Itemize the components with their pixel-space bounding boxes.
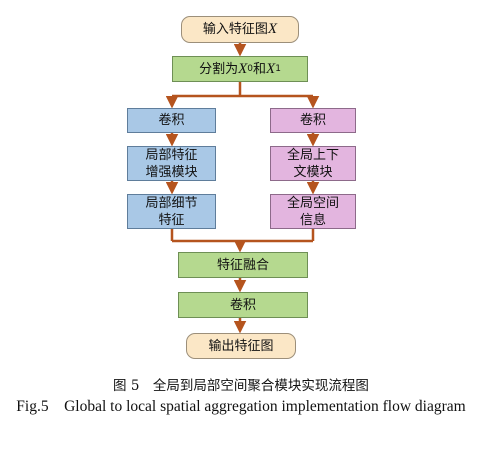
global-spatial-node: 全局空间 信息 <box>270 194 356 229</box>
fusion-label: 特征融合 <box>216 257 269 273</box>
input-label: 输入特征图 <box>202 22 268 37</box>
input-variable: X <box>267 21 278 37</box>
local-detail-node: 局部细节 特征 <box>127 194 216 229</box>
flow-connectors <box>165 43 320 334</box>
left-conv-label: 卷积 <box>158 113 185 128</box>
caption-english: Fig.5 Global to local spatial aggregatio… <box>16 398 466 415</box>
output-label: 输出特征图 <box>208 338 274 354</box>
split-var-x1: X <box>266 60 276 77</box>
final-conv-label: 卷积 <box>229 297 256 313</box>
output-node: 输出特征图 <box>186 333 296 359</box>
global-context-node: 全局上下 文模块 <box>270 146 356 181</box>
split-prefix: 分割为 <box>199 61 239 77</box>
caption-chinese: 图 5 全局到局部空间聚合模块实现流程图 <box>113 378 369 394</box>
local-detail-label: 局部细节 特征 <box>145 195 198 228</box>
right-conv-label: 卷积 <box>299 113 326 128</box>
local-enhance-label: 局部特征 增强模块 <box>145 147 198 180</box>
global-spatial-label: 全局空间 信息 <box>286 195 339 228</box>
left-conv-node: 卷积 <box>127 108 216 133</box>
right-conv-node: 卷积 <box>270 108 356 133</box>
split-var-x0: X <box>238 60 248 77</box>
global-context-label: 全局上下 文模块 <box>286 147 339 180</box>
fusion-node: 特征融合 <box>178 252 308 278</box>
split-sub-1: 1 <box>275 63 281 74</box>
local-enhance-node: 局部特征 增强模块 <box>127 146 216 181</box>
split-sub-0: 0 <box>247 63 253 74</box>
split-and: 和 <box>253 61 267 77</box>
final-conv-node: 卷积 <box>178 292 308 318</box>
